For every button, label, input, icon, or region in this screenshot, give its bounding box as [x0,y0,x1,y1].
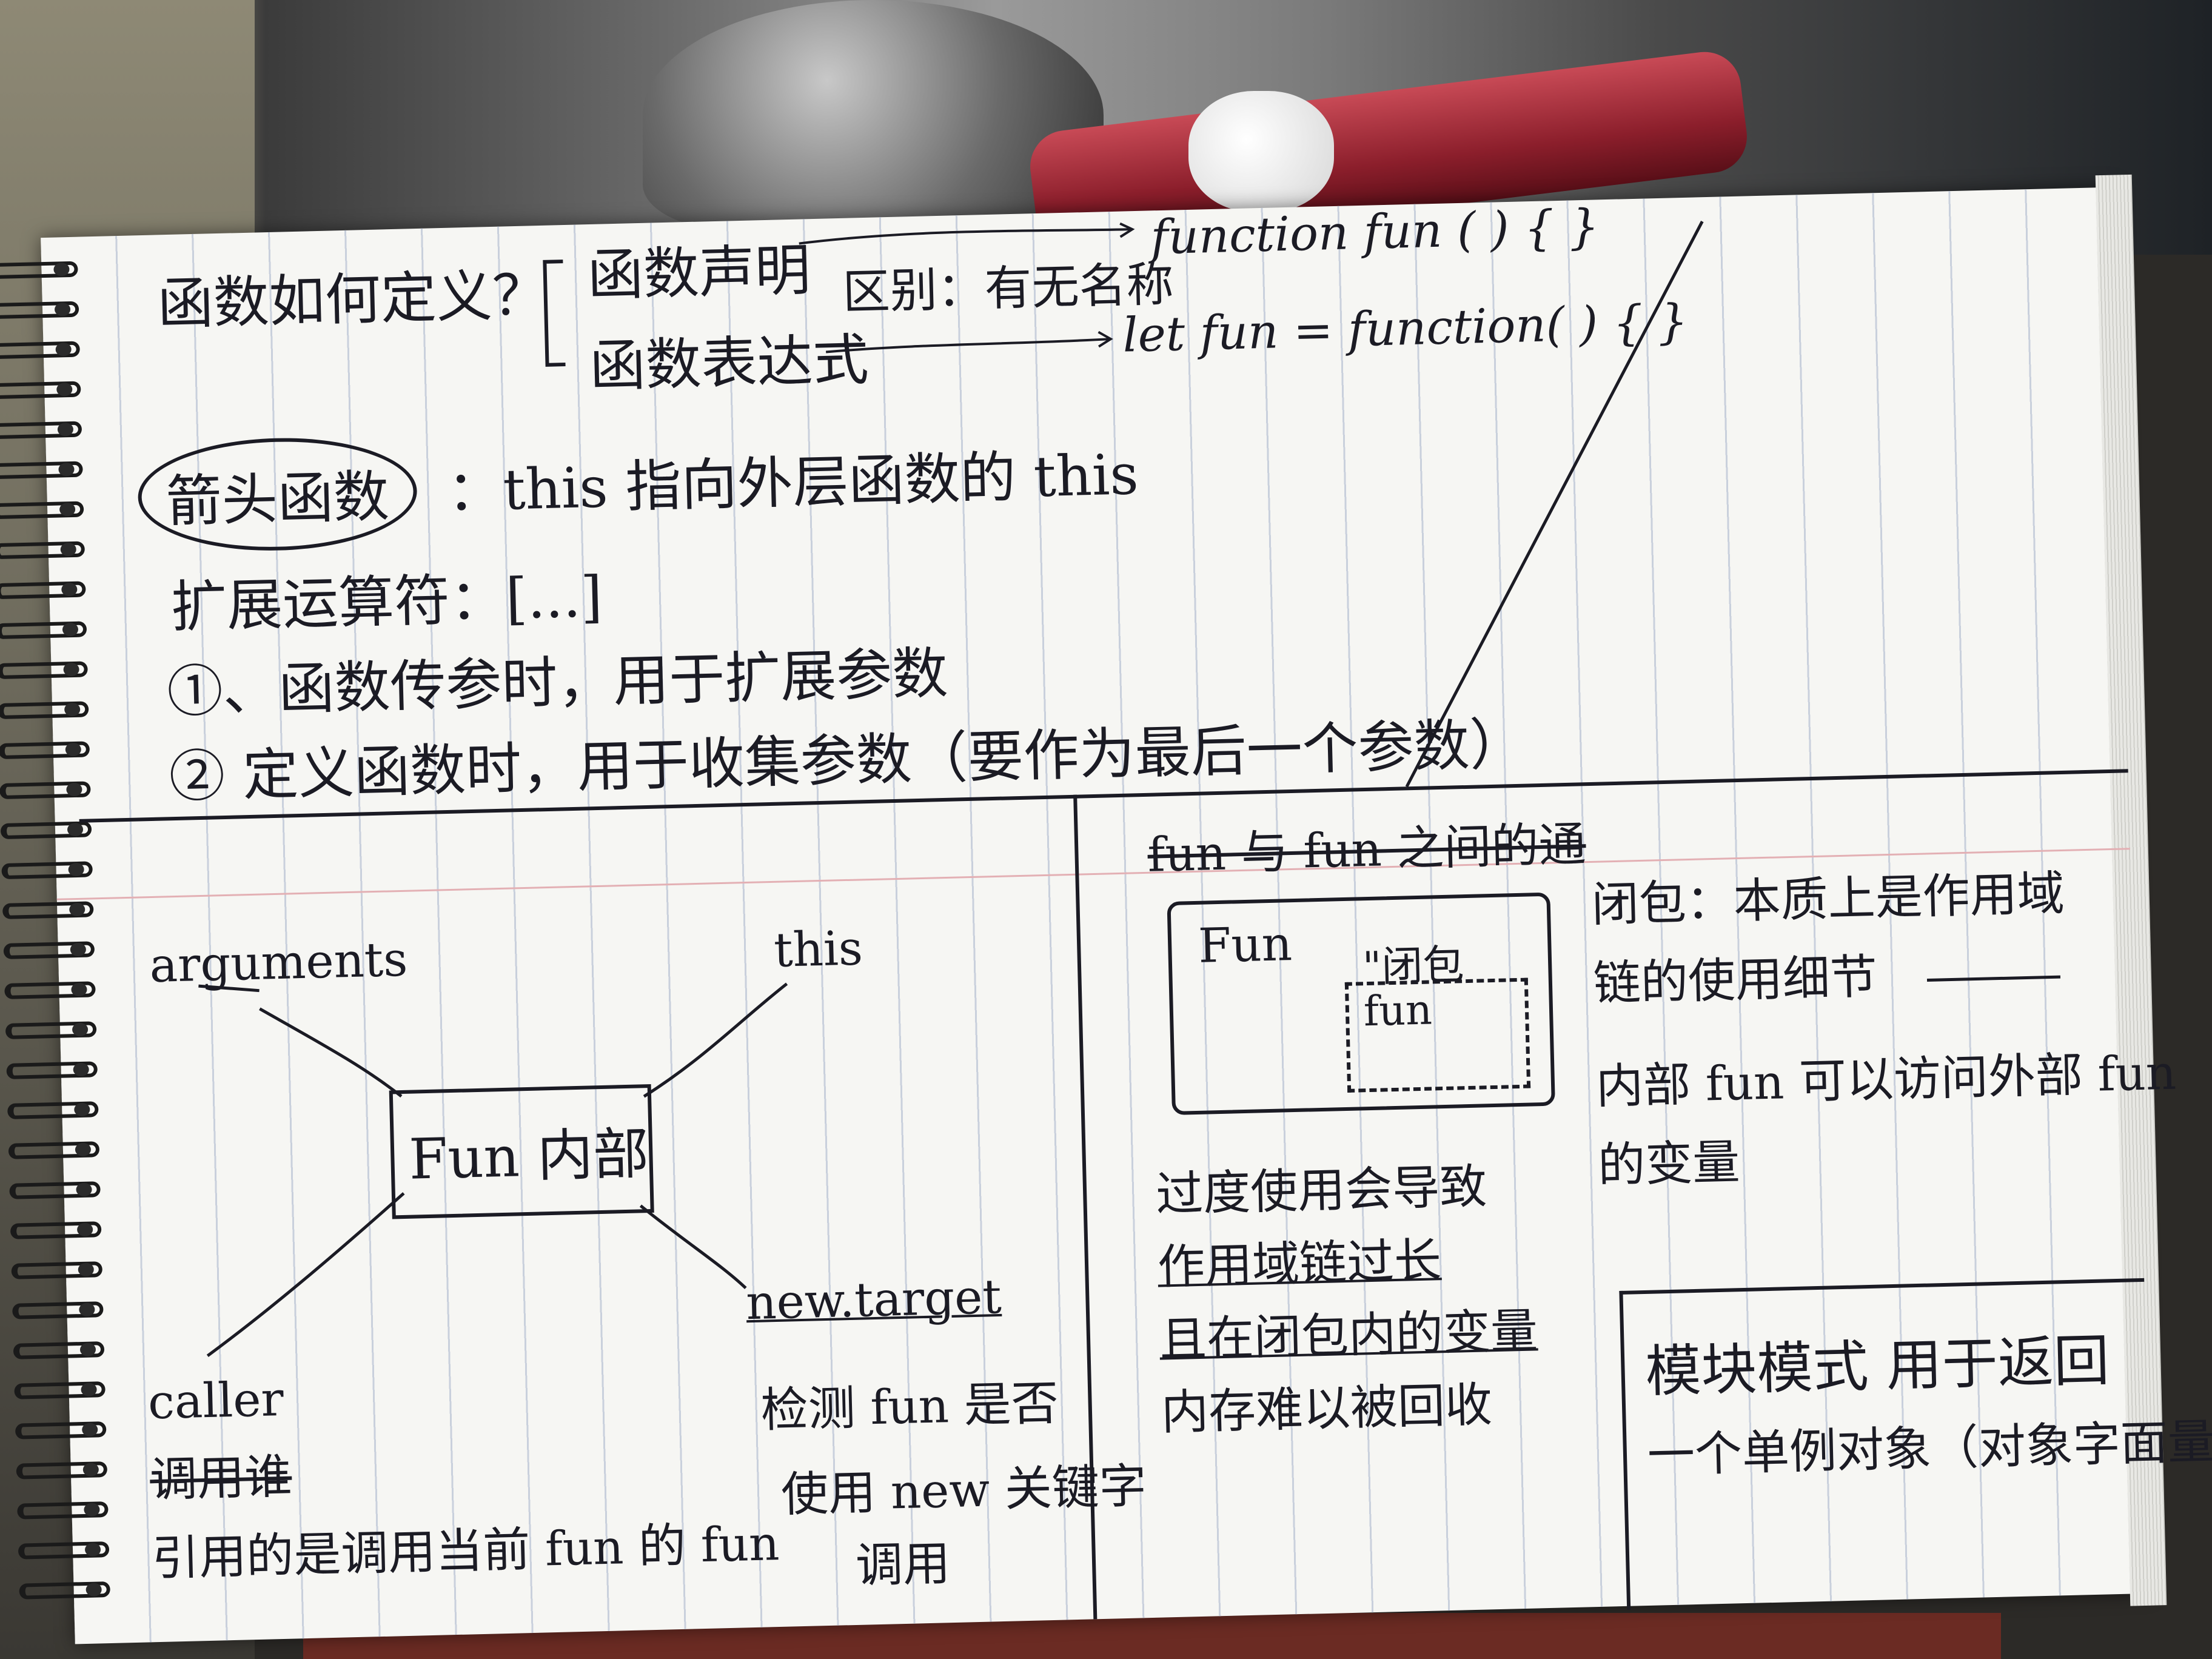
new-target-desc-3: 调用 [854,1537,951,1594]
expr-arrowhead [1098,330,1113,348]
spread-item-1: ①、函数传参时，用于扩展参数 [166,640,949,725]
arrow-function-label: 箭头函数 [136,435,418,554]
caller-line [206,1192,405,1357]
arrow-function-note: ：this 指向外层函数的 this [446,442,1139,524]
closure-warning-4: 内存难以被回收 [1160,1378,1493,1441]
closure-definition-4: 的变量 [1597,1135,1741,1193]
fun-inner-label: Fun 内部 [408,1121,650,1192]
module-line-1: 模块模式 用于返回 [1644,1328,2110,1405]
expr-label: 函数表达式 [589,327,870,400]
closure-outer-label: Fun [1198,917,1293,974]
notebook-page: 函数如何定义？ 函数声明 函数表达式 区别：有无名称 function fun … [0,174,2212,1644]
decl-code: function fun ( ) { } [1150,199,1600,266]
closure-warning-1: 过度使用会导致 [1155,1159,1488,1222]
closure-definition-2: 链的使用细节 [1592,950,1878,1011]
decl-arrowhead [1119,222,1135,238]
this-label: this [773,921,863,978]
figure-glove [1188,91,1334,212]
closure-dash [1926,975,2061,982]
module-line-2: 一个单例对象（对象字面量） [1646,1413,2212,1483]
decl-label: 函数声明 [586,238,812,309]
expr-arrow [825,338,1111,354]
closure-warning-2: 作用域链过长 [1157,1233,1443,1295]
closure-definition-1: 闭包：本质上是作用域 [1590,866,2065,933]
caller-label: caller [147,1372,284,1430]
closure-inner-label: fun [1363,986,1433,1036]
closure-definition-3: 内部 fun 可以访问外部 fun [1595,1045,2177,1114]
expr-code: let fun = function( ) { } [1122,294,1689,363]
caller-description: 引用的是调用当前 fun 的 fun [151,1517,780,1587]
new-target-line [639,1204,747,1290]
closure-warning-3: 且在闭包内的变量 [1159,1304,1539,1368]
new-target-desc-2: 使用 new 关键字 [780,1459,1147,1523]
new-target-label: new.target [745,1269,1002,1331]
this-line [643,982,788,1098]
caller-struck-note: 调用谁 [149,1449,293,1508]
spread-title: 扩展运算符：[...] [170,564,603,640]
arguments-line [259,1007,403,1098]
new-target-desc-1: 检测 fun 是否 [760,1376,1059,1438]
definition-question: 函数如何定义？ [156,262,549,337]
arguments-label: arguments [149,932,409,994]
figure-helmet [643,0,1104,230]
closure-struck-heading: fun 与 fun 之间的通 [1147,817,1587,883]
decl-arrow [799,228,1133,245]
